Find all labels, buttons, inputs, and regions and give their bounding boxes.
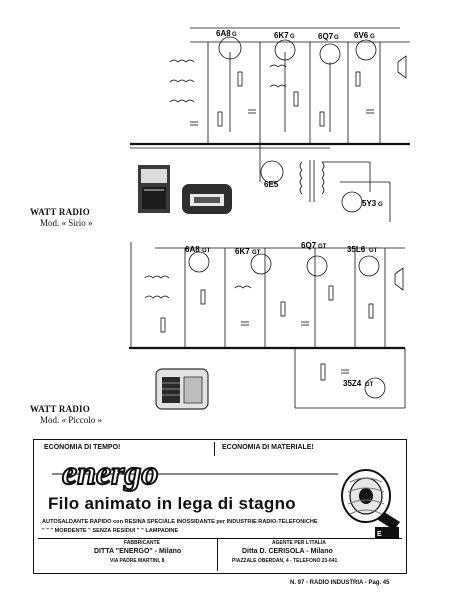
energo-logo: energo [52,454,338,493]
solder-spool-icon [341,469,400,530]
tube-suffix: G [334,35,339,41]
tube-label: 6V6 [354,31,369,40]
schematic-sirio: 6A8 6K7 6Q7 6V6 6E5 5Y3 G G G G G [130,27,410,222]
ad-line-2: " " " MORDENTE " SENZA RESIDUI " " LAMPA… [42,528,179,534]
tube-label: 5Y3 [362,199,377,208]
tube-label: 6K7 [235,247,250,256]
ad-right-banner: ECONOMIA DI MATERIALE! [222,444,314,451]
svg-text:E: E [377,531,382,538]
manufacturer-address: VIA PADRE MARTINI, 8 [110,558,165,564]
agent-label: AGENTE PER L'ITALIA [272,540,326,546]
energo-advertisement: ECONOMIA DI TEMPO! ECONOMIA DI MATERIALE… [33,439,407,574]
tube-suffix: GT [318,244,327,250]
caption-model: Mod. « Sirio » [40,218,93,228]
tube-label: 6E5 [264,180,279,189]
caption-model: Mod. « Piccolo » [40,415,102,425]
tube-label: 35L6 [347,245,366,254]
caption-piccolo: WATT RADIO Mod. « Piccolo » [30,404,102,426]
tube-label: 6Q7 [301,241,317,250]
ad-line-1: AUTOSALDANTE RAPIDO con RESINA SPECIALE … [42,519,318,525]
tube-suffix: GT [369,248,378,254]
tube-label: 6A8 [216,29,231,38]
tube-label: 6A8 [185,245,200,254]
manufacturer-label: FABBRICANTE [124,540,160,546]
ad-left-banner: ECONOMIA DI TEMPO! [44,444,121,451]
agent-address: PIAZZALE OBERDAN, 4 - TELEFONO 23-641 [232,558,338,564]
radio-photo-sirio-console [138,165,170,213]
tube-label: 35Z4 [343,379,362,388]
tube-label: 6K7 [274,31,289,40]
energo-emblem: E [375,527,399,539]
caption-sirio: WATT RADIO Mod. « Sirio » [30,207,93,229]
manufacturer-name: DITTA "ENERGO" - Milano [94,548,182,555]
page-footer: N. 97 - RADIO INDUSTRIA - Pag. 45 [290,580,390,586]
brand-script: energo [62,455,158,492]
radio-photo-sirio-table [182,184,232,214]
tube-suffix: G [232,32,237,38]
radio-photo-piccolo [155,368,209,410]
ad-slogan: Filo animato in lega di stagno [48,494,296,513]
caption-brand: WATT RADIO [30,404,90,414]
tube-suffix: G [378,202,383,208]
tube-suffix: GT [252,250,261,256]
tube-suffix: G [290,34,295,40]
tube-suffix: GT [365,382,374,388]
schematic-piccolo: 6A8 6K7 6Q7 35L6 35Z4 GT GT GT GT GT [129,241,406,409]
tube-label: 6Q7 [318,32,334,41]
caption-brand: WATT RADIO [30,207,90,217]
agent-name: Ditta D. CERISOLA - Milano [242,548,333,555]
tube-suffix: G [370,34,375,40]
tube-suffix: GT [202,248,211,254]
